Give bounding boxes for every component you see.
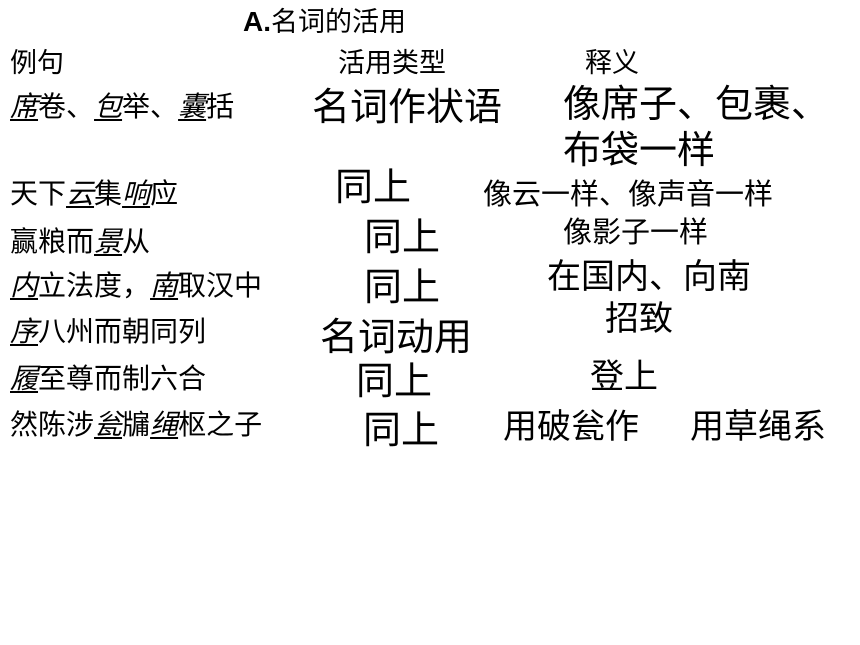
row-1-example: 席卷、包举、囊括 [10, 93, 234, 121]
emphasized-word: 南 [150, 269, 179, 302]
emphasized-word: 云 [66, 177, 95, 210]
row-4-meaning: 在国内、向南 [547, 257, 751, 297]
row-2-example: 天下云集响应 [10, 180, 178, 208]
header-type: 活用类型 [338, 48, 446, 79]
example-text: 应 [150, 177, 179, 210]
row-1-type: 名词作状语 [312, 85, 503, 129]
row-2-type: 同上 [335, 165, 412, 209]
example-text: 牖 [122, 408, 151, 441]
example-text: 八州而朝同列 [38, 315, 207, 348]
row-2-meaning: 像云一样、像声音一样 [483, 177, 774, 211]
row-1-meaning-line-2: 布袋一样 [563, 128, 716, 172]
header-example: 例句 [10, 48, 64, 79]
emphasized-word: 席 [10, 90, 39, 123]
row-1-meaning-line-1: 像席子、包裹、 [563, 82, 830, 126]
example-text: 取汉中 [178, 269, 263, 302]
example-text: 赢粮而 [10, 225, 95, 258]
title-text: 名词的活用 [271, 7, 406, 38]
emphasized-word: 包 [94, 90, 123, 123]
example-text: 卷、 [38, 90, 95, 123]
example-text: 至尊而制六合 [38, 362, 207, 395]
emphasized-word: 响 [122, 177, 151, 210]
emphasized-word: 囊 [178, 90, 207, 123]
header-meaning: 释义 [585, 48, 639, 79]
row-3-meaning: 像影子一样 [563, 215, 709, 249]
row-5-meaning: 招致 [605, 299, 673, 339]
row-5-type: 名词动用 [320, 315, 473, 359]
example-text: 括 [206, 90, 235, 123]
row-7-type: 同上 [363, 408, 440, 452]
example-text: 举、 [122, 90, 179, 123]
row-3-type: 同上 [364, 215, 441, 259]
row-7-example: 然陈涉瓮牖绳枢之子 [10, 411, 262, 439]
row-4-type: 同上 [364, 265, 441, 309]
emphasized-word: 瓮 [94, 408, 123, 441]
row-5-example: 序八州而朝同列 [10, 318, 206, 346]
emphasized-word: 绳 [150, 408, 179, 441]
row-7-meaning-1: 用破瓮作 [503, 407, 639, 447]
example-text: 天下 [10, 177, 67, 210]
emphasized-word: 内 [10, 269, 39, 302]
example-text: 然陈涉 [10, 408, 95, 441]
example-text: 从 [122, 225, 151, 258]
emphasized-word: 履 [10, 362, 39, 395]
title-mark: A. [243, 6, 271, 37]
row-3-example: 赢粮而景从 [10, 228, 150, 256]
row-4-example: 内立法度，南取汉中 [10, 272, 262, 300]
row-6-type: 同上 [356, 359, 433, 403]
example-text: 立法度， [38, 269, 151, 302]
example-text: 枢之子 [178, 408, 263, 441]
emphasized-word: 景 [94, 225, 123, 258]
emphasized-word: 序 [10, 315, 39, 348]
page-title: A.名词的活用 [243, 6, 406, 38]
example-text: 集 [94, 177, 123, 210]
row-7-meaning-2: 用草绳系 [690, 407, 826, 447]
row-6-meaning: 登上 [590, 357, 658, 397]
row-6-example: 履至尊而制六合 [10, 365, 206, 393]
